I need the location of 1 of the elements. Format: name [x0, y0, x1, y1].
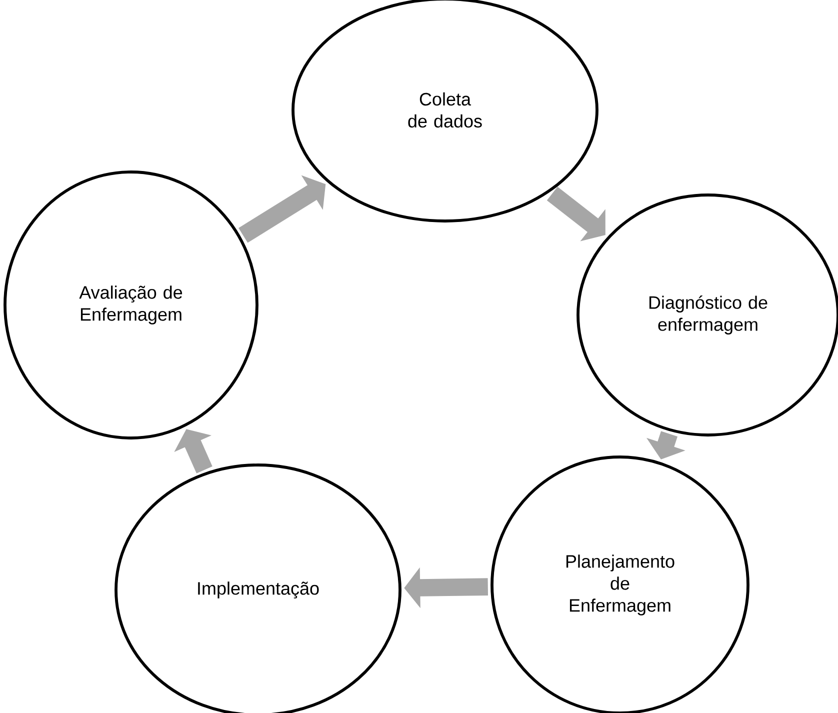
block-arrow: [174, 429, 212, 474]
